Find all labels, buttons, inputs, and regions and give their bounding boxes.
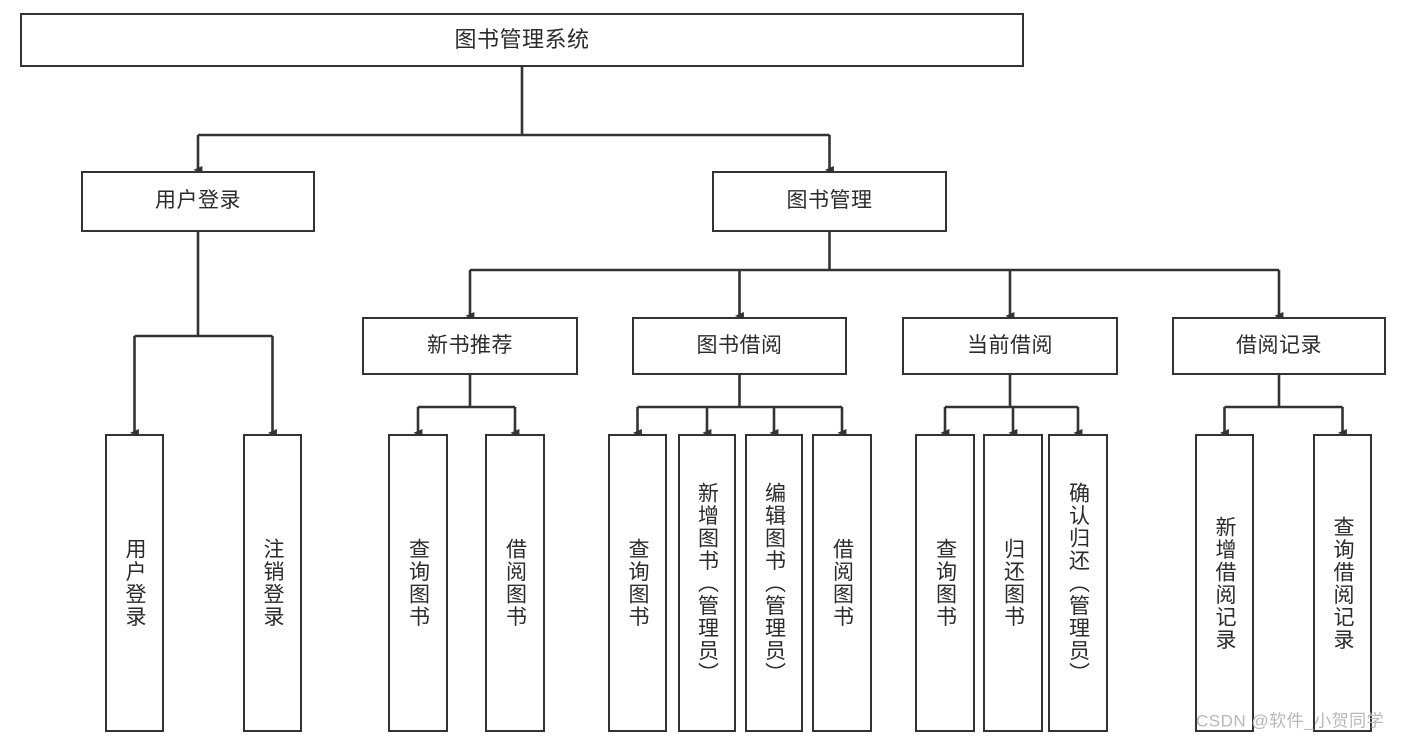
- node-leaf-login2[interactable]: 注销登录: [243, 434, 302, 732]
- node-label: 借阅记录: [1236, 333, 1322, 357]
- node-leaf-cur2[interactable]: 归还图书: [983, 434, 1043, 732]
- node-leaf-bor1[interactable]: 查询图书: [608, 434, 667, 732]
- node-leaf-cur1[interactable]: 查询图书: [915, 434, 975, 732]
- node-label: 查询图书: [626, 538, 649, 628]
- node-label: 查询图书: [933, 538, 957, 628]
- node-label: 新书推荐: [427, 333, 513, 357]
- node-leaf-bor3[interactable]: 编辑图书（管理员）: [745, 434, 803, 732]
- node-records[interactable]: 借阅记录: [1172, 317, 1386, 375]
- node-leaf-bor4[interactable]: 借阅图书: [812, 434, 872, 732]
- node-login[interactable]: 用户登录: [81, 171, 315, 232]
- node-label: 新增图书（管理员）: [695, 481, 719, 685]
- node-leaf-rec2[interactable]: 查询借阅记录: [1313, 434, 1372, 732]
- node-label: 确认归还（管理员）: [1066, 481, 1090, 685]
- node-label: 编辑图书（管理员）: [762, 481, 786, 685]
- node-root[interactable]: 图书管理系统: [20, 13, 1024, 67]
- node-leaf-new2[interactable]: 借阅图书: [485, 434, 545, 732]
- node-leaf-rec1[interactable]: 新增借阅记录: [1195, 434, 1254, 732]
- node-leaf-bor2[interactable]: 新增图书（管理员）: [678, 434, 736, 732]
- node-bookmgmt[interactable]: 图书管理: [712, 171, 947, 232]
- node-newbook[interactable]: 新书推荐: [362, 317, 578, 375]
- node-label: 新增借阅记录: [1213, 515, 1236, 651]
- node-borrow[interactable]: 图书借阅: [632, 317, 847, 375]
- node-label: 当前借阅: [967, 333, 1053, 357]
- csdn-watermark: CSDN @软件_小贺同学: [1196, 711, 1385, 731]
- node-current[interactable]: 当前借阅: [902, 317, 1118, 375]
- node-label: 用户登录: [155, 189, 241, 213]
- node-label: 图书管理系统: [454, 27, 590, 53]
- node-label: 用户登录: [123, 538, 146, 628]
- node-label: 图书管理: [786, 189, 873, 213]
- node-label: 图书借阅: [696, 333, 783, 357]
- node-label: 查询借阅记录: [1331, 515, 1354, 651]
- node-label: 归还图书: [1001, 538, 1025, 628]
- node-label: 注销登录: [261, 538, 284, 628]
- node-label: 借阅图书: [503, 538, 527, 628]
- node-label: 借阅图书: [830, 538, 854, 628]
- node-leaf-new1[interactable]: 查询图书: [388, 434, 448, 732]
- node-leaf-cur3[interactable]: 确认归还（管理员）: [1048, 434, 1108, 732]
- node-label: 查询图书: [406, 538, 430, 628]
- node-leaf-login1[interactable]: 用户登录: [105, 434, 164, 732]
